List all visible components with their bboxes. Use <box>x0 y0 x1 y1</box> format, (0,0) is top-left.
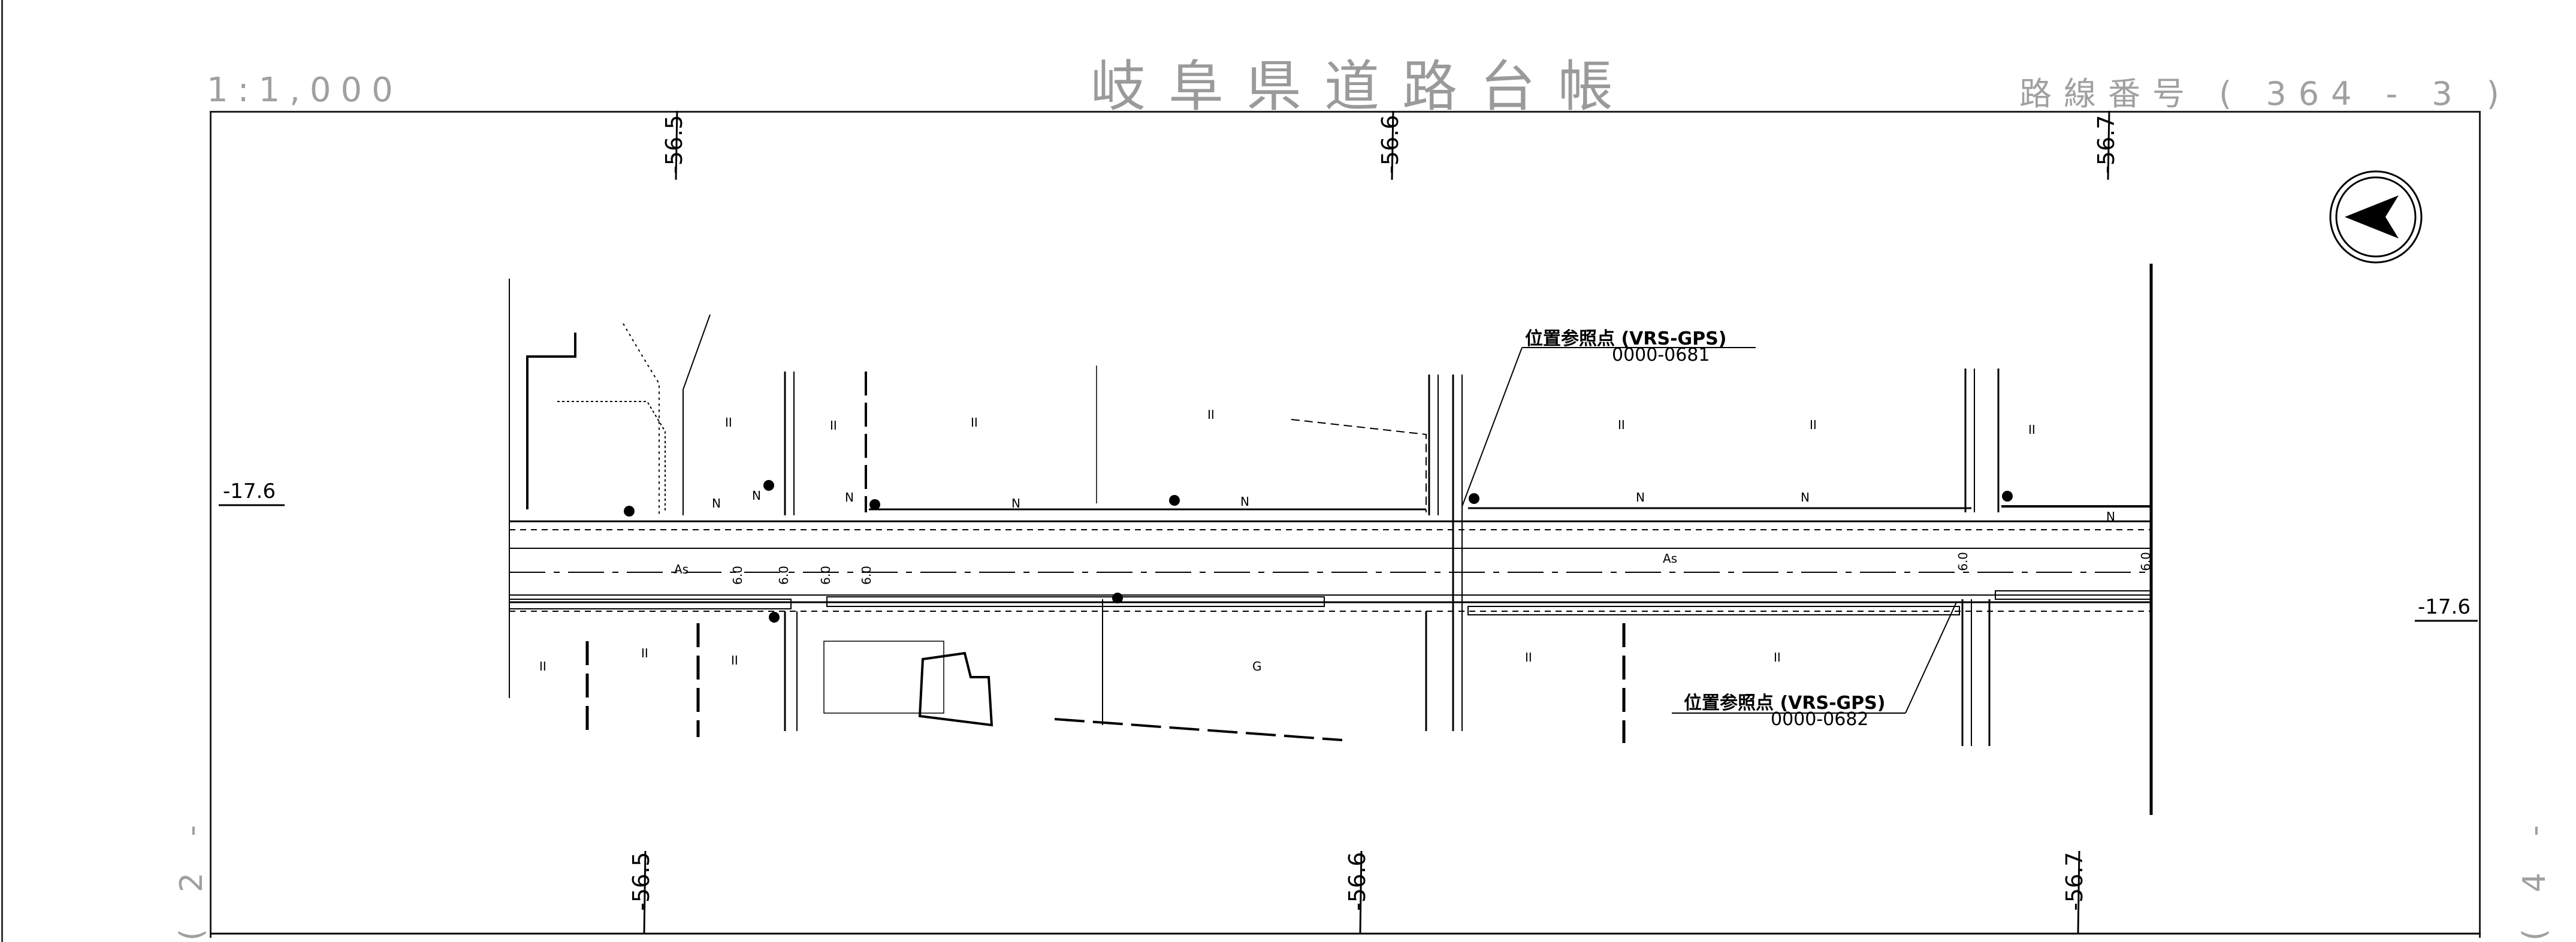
land-use-label: II <box>641 646 648 660</box>
reference-point-label: 位置参照点 (VRS-GPS) <box>1525 328 1727 349</box>
km-post-line <box>2107 110 2110 180</box>
road-width-value: 6.0 <box>776 566 791 585</box>
pavement-label: As <box>674 562 689 576</box>
hedge-line <box>557 401 666 512</box>
km-post-line <box>2077 850 2080 934</box>
land-use-label: II <box>731 653 738 668</box>
km-post-line <box>1359 850 1363 934</box>
parcel-line <box>1291 419 1427 512</box>
road-width-value: 6.0 <box>2138 552 2153 571</box>
sidewalk-label: N <box>1240 494 1249 509</box>
map-frame <box>210 111 2481 938</box>
land-use-label: II <box>1774 650 1781 665</box>
offset-marker-right: -17.6 <box>2418 595 2471 619</box>
adjacent-sheet-right: ( 4 - <box>2517 811 2553 941</box>
route-number-label: 路線番号 ( 364 - 3 ) <box>2019 75 2511 113</box>
sidewalk-label: N <box>845 490 854 505</box>
leader-line <box>1461 347 1523 507</box>
utility-pole-marker <box>869 499 880 510</box>
km-post-label-bottom: -56.5 <box>628 852 654 911</box>
km-post-line <box>675 110 678 180</box>
sidewalk-label: N <box>2106 509 2115 524</box>
land-use-label: II <box>1810 418 1817 432</box>
utility-pole-marker <box>763 480 774 491</box>
land-use-label: II <box>1207 407 1215 422</box>
km-post-label-bottom: -56.6 <box>1344 852 1370 911</box>
sidewalk-label: N <box>1801 490 1810 505</box>
sheet-title: 岐阜県道路台帳 <box>1091 55 1636 119</box>
utility-pole-marker <box>2002 491 2013 502</box>
land-use-label: II <box>539 659 546 674</box>
reference-point-label: 位置参照点 (VRS-GPS) <box>1684 693 1886 714</box>
leader-line <box>1905 602 1957 714</box>
sidewalk-south <box>826 596 1325 607</box>
sidewalk-label: N <box>1636 490 1645 505</box>
sidewalk-label: N <box>752 488 761 503</box>
land-use-label: II <box>830 418 837 433</box>
land-use-label: II <box>725 415 732 430</box>
sidewalk-label: N <box>1011 496 1020 511</box>
km-post-label-top: -56.7 <box>2093 114 2119 174</box>
reference-point-code: 0000-0682 <box>1771 709 1869 730</box>
land-use-label: II <box>971 415 978 430</box>
road-width-value: 6.0 <box>859 566 874 585</box>
sidewalk-label: N <box>712 496 721 511</box>
boundary-line <box>682 314 711 515</box>
building-outline <box>526 333 576 509</box>
sidewalk-south <box>509 599 792 609</box>
adjacent-sheet-left: ( 2 - <box>174 811 210 941</box>
reference-point-code: 0000-0681 <box>1612 345 1710 366</box>
land-use-label: G <box>1252 659 1262 674</box>
parcel-line <box>1054 718 1343 741</box>
utility-pole-marker <box>624 506 635 517</box>
sheet-edge-line <box>1 0 3 942</box>
road-width-value: 6.0 <box>818 566 833 585</box>
road-width-value: 6.0 <box>1955 552 1970 571</box>
lot-outline <box>823 641 944 714</box>
north-arrow-icon <box>2329 170 2423 264</box>
utility-pole-marker <box>769 612 780 623</box>
building-outline <box>918 651 993 727</box>
utility-pole-marker <box>1469 493 1479 504</box>
sidewalk-south <box>1467 606 1960 615</box>
land-use-label: II <box>1618 418 1625 432</box>
scale-label: 1:1,000 <box>207 71 403 110</box>
pavement-label: As <box>1663 551 1678 566</box>
km-post-label-top: -56.6 <box>1377 114 1403 174</box>
km-post-label-bottom: -56.7 <box>2061 852 2088 911</box>
km-post-line <box>643 850 647 934</box>
land-use-label: II <box>1525 650 1532 665</box>
utility-pole-marker <box>1169 495 1180 506</box>
land-use-label: II <box>2028 422 2036 437</box>
road-width-value: 6.0 <box>730 566 745 585</box>
km-post-line <box>1391 110 1394 180</box>
boundary-dotted <box>623 323 660 515</box>
utility-pole-marker <box>1112 593 1123 603</box>
km-post-label-top: -56.5 <box>661 114 687 174</box>
offset-marker-left: -17.6 <box>223 479 276 503</box>
